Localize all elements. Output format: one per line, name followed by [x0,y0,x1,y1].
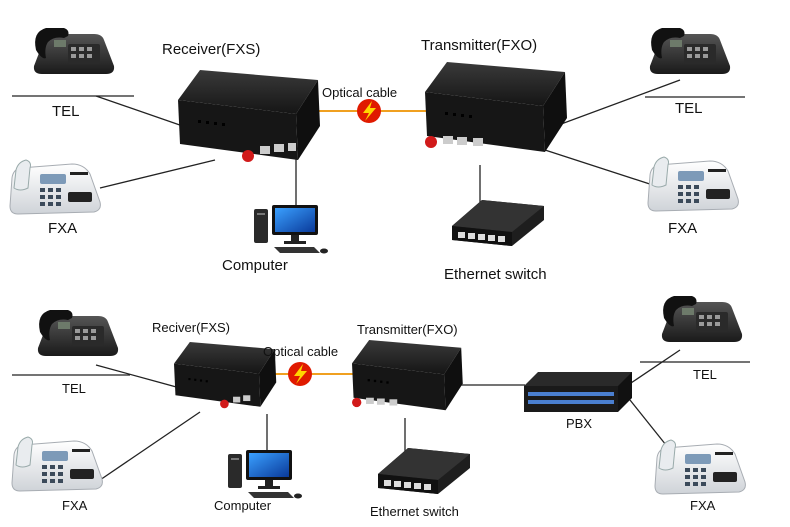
ethernet-switch-label: Ethernet switch [370,504,459,519]
media-converter-icon [178,70,320,160]
tel-left-label: TEL [62,381,86,396]
media-converter-icon [174,342,277,407]
telephone-icon [33,28,115,74]
receiver-label: Receiver(FXS) [162,41,260,58]
tel-right-label: TEL [693,367,717,382]
fax-machine-icon [9,159,101,215]
fxa-left-label: FXA [62,498,88,513]
wires-bottom [12,349,750,481]
diagram-top: Receiver(FXS) Transmitter(FXO) Optical c… [9,28,745,283]
computer-label: Computer [214,498,272,513]
pbx-label: PBX [566,416,592,431]
telephone-icon [37,310,119,356]
fax-machine-icon [654,439,746,495]
transmitter-device [425,62,567,152]
fxa-right-label: FXA [668,220,697,237]
transmitter-device [352,340,463,411]
ethernet-switch-icon [452,200,544,246]
pbx-icon [524,372,632,412]
transmitter-label: Transmitter(FXO) [357,322,458,337]
optical-cable-label: Optical cable [263,344,338,359]
computer-icon [228,450,302,499]
transmitter-label: Transmitter(FXO) [421,37,537,54]
tel-right-label: TEL [675,100,703,117]
ethernet-switch-icon [378,448,470,494]
telephone-icon [661,296,743,342]
receiver-label: Reciver(FXS) [152,320,230,335]
lightning-icon [288,362,312,386]
diagram-bottom: Reciver(FXS) Transmitter(FXO) Optical ca… [11,296,750,519]
computer-icon [254,205,328,254]
fax-machine-icon [11,436,103,492]
telephone-icon [649,28,731,74]
computer-label: Computer [222,257,288,274]
tel-left-label: TEL [52,103,80,120]
optical-cable-label: Optical cable [322,85,397,100]
fxa-right-label: FXA [690,498,716,513]
wires-top [12,79,745,210]
fax-machine-icon [647,156,739,212]
receiver-device [178,70,320,162]
ethernet-switch-label: Ethernet switch [444,266,547,283]
receiver-device [174,342,277,409]
lightning-icon [357,99,381,123]
fxa-left-label: FXA [48,220,77,237]
